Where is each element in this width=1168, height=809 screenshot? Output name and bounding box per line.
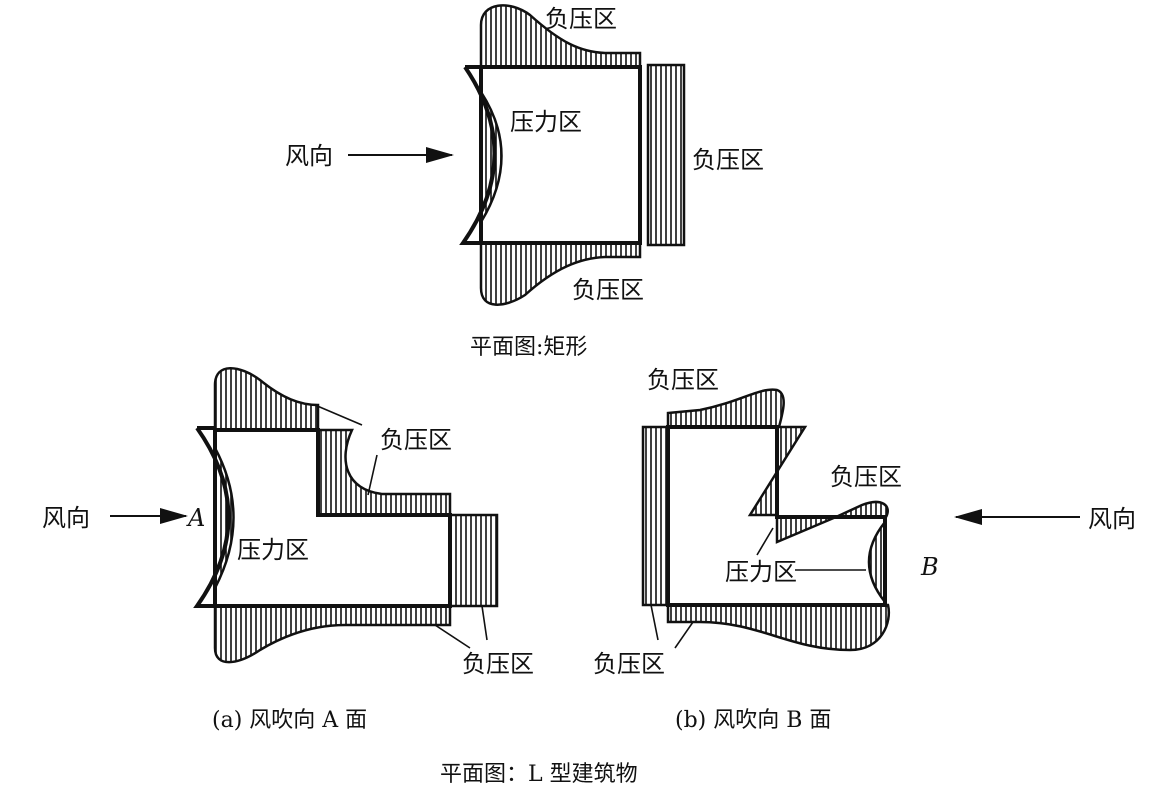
pressure-zone <box>479 87 503 227</box>
suction-zone-notch <box>316 428 452 517</box>
pressure-zone <box>867 518 887 606</box>
suction-label-right: 负压区 <box>692 146 764 174</box>
rect-caption: 平面图:矩形 <box>470 335 587 360</box>
pressure-label: 压力区 <box>510 108 582 136</box>
l-plan-a: 风向 A 负压区 压力区 负压区 (a) 风吹向 A 面 <box>42 367 534 733</box>
pressure-label: 压力区 <box>725 558 797 586</box>
suction-zone-left <box>641 425 670 607</box>
wind-label: 风向 <box>1088 505 1136 533</box>
building-rectangle <box>479 65 642 245</box>
suction-label-bottom: 负压区 <box>572 276 644 304</box>
leader-lines <box>650 527 866 649</box>
rectangle-plan: 风向 负压区 压力区 负压区 负压区 平面图:矩形 <box>285 4 764 360</box>
suction-label-bottom: 负压区 <box>462 650 534 678</box>
wind-label: 风向 <box>42 504 90 532</box>
suction-label-bottom: 负压区 <box>593 650 665 678</box>
face-a-label: A <box>186 504 205 532</box>
suction-zone-bottom <box>666 603 891 652</box>
pressure-zone <box>213 447 235 589</box>
suction-zone-bottom <box>213 604 452 664</box>
leader-lines <box>314 404 488 649</box>
suction-zone-right <box>646 63 686 247</box>
suction-zone-step <box>775 515 837 544</box>
suction-label-notch: 负压区 <box>380 426 452 454</box>
wind-label: 风向 <box>285 142 333 170</box>
suction-label-notch: 负压区 <box>830 463 902 491</box>
main-caption: 平面图：L 型建筑物 <box>440 762 638 787</box>
suction-label-top: 负压区 <box>647 366 719 394</box>
suction-zone-bottom <box>479 241 642 306</box>
pressure-label: 压力区 <box>237 536 309 564</box>
suction-zone-top <box>213 367 320 432</box>
suction-zone-top <box>666 388 785 429</box>
suction-zone-right <box>448 513 499 608</box>
suction-zone-step-right <box>835 500 889 519</box>
pressure-curve <box>459 65 497 245</box>
caption-b: (b) 风吹向 B 面 <box>675 708 831 733</box>
pressure-curve <box>193 426 231 608</box>
building-l-b <box>666 425 887 607</box>
caption-a: (a) 风吹向 A 面 <box>212 708 367 733</box>
suction-label-top: 负压区 <box>545 5 617 33</box>
suction-zone-top <box>479 4 642 69</box>
face-b-label: B <box>920 553 939 581</box>
l-plan-b: 风向 负压区 负压区 压力区 B 负压区 (b) 风吹向 B 面 <box>593 366 1136 733</box>
